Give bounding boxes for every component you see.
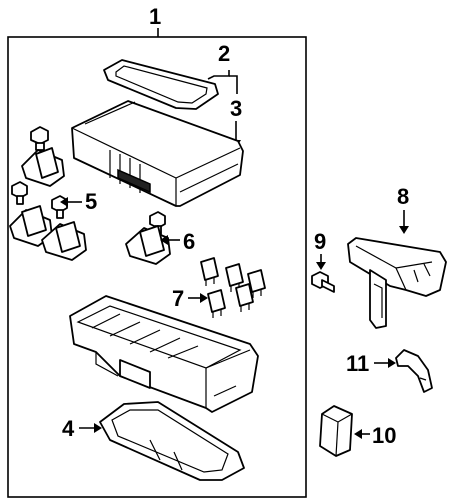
- clip-1: [30, 126, 49, 151]
- callout-8: 8: [397, 184, 409, 209]
- fuse-1: [200, 257, 219, 286]
- callout-4: 4: [62, 416, 75, 441]
- arrow-7: [200, 293, 208, 303]
- lower-cover: [99, 401, 245, 481]
- arrow-8: [399, 226, 409, 234]
- callout-10: 10: [372, 423, 396, 448]
- assembly-frame: [7, 36, 307, 498]
- fuse-4: [207, 289, 226, 318]
- fuse-2: [225, 263, 244, 292]
- fuse-box-body: [69, 295, 259, 413]
- callout-9: 9: [314, 229, 326, 254]
- fuse-5: [235, 283, 254, 312]
- gasket: [103, 59, 219, 110]
- clip-3: [51, 195, 68, 219]
- callout-7: 7: [172, 286, 184, 311]
- callout-11: 11: [346, 351, 369, 376]
- leader-bracket: [229, 75, 238, 94]
- relay: [319, 405, 353, 457]
- arrow-4: [94, 423, 102, 433]
- fuse-box-cover: [71, 100, 244, 207]
- bolt: [311, 271, 335, 293]
- fuse-3: [247, 269, 266, 298]
- arrow-9: [316, 262, 326, 270]
- mounting-bracket: [347, 237, 447, 329]
- relay-holder-1: [21, 147, 65, 187]
- relay-holder-3: [41, 221, 87, 261]
- arrow-6: [160, 235, 168, 245]
- callout-2: 2: [218, 41, 230, 66]
- arrow-11: [388, 358, 396, 368]
- arrow-5: [60, 197, 68, 207]
- callout-5: 5: [85, 189, 97, 214]
- relay-holder-6: [125, 225, 171, 265]
- arrow-10: [354, 429, 362, 439]
- callout-3: 3: [230, 96, 242, 121]
- callout-6: 6: [183, 229, 195, 254]
- callout-1: 1: [149, 4, 161, 29]
- clip-2: [11, 181, 28, 205]
- small-bracket: [395, 349, 433, 393]
- leader-2: [207, 70, 230, 80]
